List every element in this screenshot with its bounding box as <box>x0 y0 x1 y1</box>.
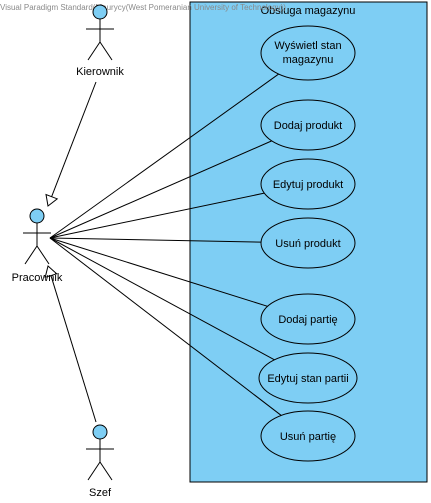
use-case-wyswietl-stan-magazynu[interactable]: Wyświetl stan magazynu <box>260 25 356 81</box>
association-line-pracownik-usun_partie <box>49 237 282 416</box>
association-line-pracownik-usun_produkt <box>49 237 262 243</box>
use-case-edytuj-stan-partii[interactable]: Edytuj stan partii <box>258 352 358 404</box>
actor-label: Szef <box>89 487 112 499</box>
use-case-label: Usuń produkt <box>275 238 340 250</box>
actor-label: Pracownik <box>12 272 63 284</box>
use-case-ellipse[interactable] <box>260 293 356 345</box>
system-boundary-title: Obsługa magazynu <box>261 5 356 17</box>
actor-head-icon <box>29 208 45 224</box>
association-line-pracownik-dodaj_partie <box>49 237 268 307</box>
association-line-pracownik-dodaj_produkt <box>49 140 272 239</box>
use-case-dodaj-partie[interactable]: Dodaj partię <box>260 293 356 345</box>
association-line-pracownik-wyswietl <box>49 73 279 239</box>
use-case-label: Dodaj produkt <box>274 120 343 132</box>
actor-head-icon <box>92 424 108 440</box>
use-case-ellipse[interactable] <box>260 410 356 462</box>
actor-pracownik[interactable]: Pracownik <box>12 208 63 284</box>
use-case-usun-produkt[interactable]: Usuń produkt <box>260 217 356 269</box>
generalization-line-kierownik-pracownik <box>51 81 97 197</box>
association-line-pracownik-edytuj_produkt <box>49 192 265 239</box>
use-case-ellipse[interactable] <box>260 158 356 210</box>
association-line-pracownik-edytuj_partie <box>49 237 275 361</box>
use-case-label: Dodaj partię <box>278 314 337 326</box>
use-case-label: Edytuj stan partii <box>267 373 348 385</box>
use-case-label: Usuń partię <box>280 431 336 443</box>
use-case-ellipse[interactable] <box>260 217 356 269</box>
generalization-line-szef-pracownik <box>50 275 97 423</box>
use-case-dodaj-produkt[interactable]: Dodaj produkt <box>260 99 356 151</box>
actor-label: Kierownik <box>76 66 124 78</box>
actor-kierownik[interactable]: Kierownik <box>76 4 124 78</box>
use-case-ellipse[interactable] <box>260 25 356 81</box>
use-case-ellipse[interactable] <box>260 99 356 151</box>
connectors-layer <box>44 73 282 423</box>
generalization-arrowhead-icon <box>44 265 58 279</box>
generalization-arrowhead-icon <box>45 193 59 207</box>
use-case-label-line-2: magazynu <box>283 54 334 66</box>
use-case-usun-partie[interactable]: Usuń partię <box>260 410 356 462</box>
use-case-edytuj-produkt[interactable]: Edytuj produkt <box>260 158 356 210</box>
actor-figure-icon <box>86 439 114 481</box>
actor-figure-icon <box>23 223 51 265</box>
actor-szef[interactable]: Szef <box>86 424 114 499</box>
actor-head-icon <box>92 4 108 20</box>
watermark-text: Visual Paradigm Standard(Maurycy(West Po… <box>0 3 286 12</box>
actor-figure-icon <box>86 19 114 61</box>
use-case-label-line-1: Wyświetl stan <box>274 40 341 52</box>
use-case-ellipse[interactable] <box>258 352 358 404</box>
use-case-label: Edytuj produkt <box>273 179 343 191</box>
